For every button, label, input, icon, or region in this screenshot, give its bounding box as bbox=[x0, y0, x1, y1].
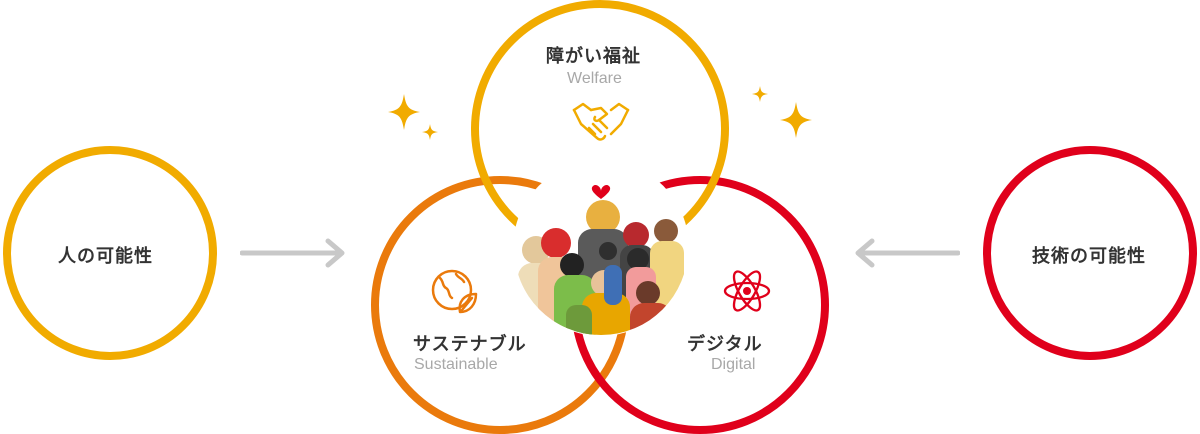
people-illustration bbox=[514, 161, 688, 335]
tech-potential-label: 技術の可能性 bbox=[1032, 246, 1146, 267]
tech-potential-circle bbox=[983, 146, 1197, 360]
digital-label: デジタル bbox=[687, 334, 763, 355]
welfare-sub-label: Welfare bbox=[567, 70, 622, 87]
human-potential-circle bbox=[3, 146, 217, 360]
atom-icon bbox=[723, 270, 771, 312]
arrow-left-icon bbox=[855, 238, 960, 268]
human-potential-label: 人の可能性 bbox=[58, 246, 153, 267]
welfare-label: 障がい福祉 bbox=[546, 46, 641, 67]
digital-sub-label: Digital bbox=[711, 356, 756, 373]
center-illustration bbox=[513, 160, 689, 336]
arrow-right-icon bbox=[240, 238, 345, 268]
handshake-icon bbox=[572, 102, 630, 141]
sparkle-icon bbox=[752, 86, 812, 138]
sustainable-sub-label: Sustainable bbox=[414, 356, 498, 373]
sustainable-label: サステナブル bbox=[413, 334, 527, 355]
heart-icon bbox=[591, 184, 611, 199]
globe-leaf-icon bbox=[431, 269, 478, 314]
sparkle-icon bbox=[388, 94, 438, 140]
